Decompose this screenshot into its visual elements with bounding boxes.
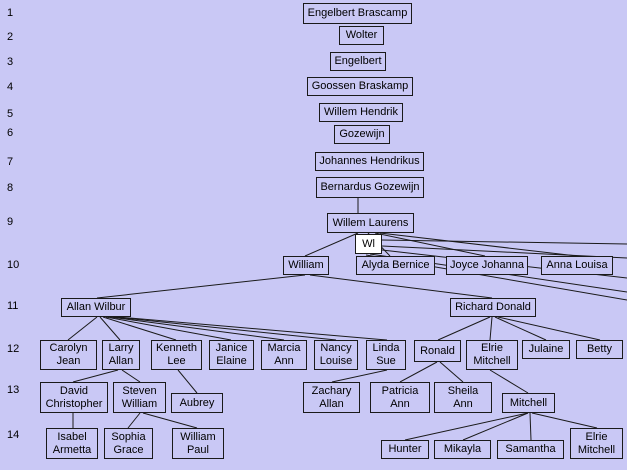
generation-number: 12 [7, 343, 20, 355]
person-node[interactable]: Samantha [497, 440, 564, 459]
connector [489, 316, 493, 341]
connector [117, 316, 388, 341]
person-node[interactable]: Johannes Hendrikus [315, 152, 424, 171]
generation-number: 6 [7, 127, 14, 139]
connector [531, 412, 598, 429]
person-node[interactable]: Linda Sue [366, 340, 406, 370]
person-node[interactable]: Richard Donald [450, 298, 536, 317]
connector [109, 316, 285, 341]
person-node[interactable]: David Christopher [40, 382, 108, 413]
generation-number: 13 [7, 384, 20, 396]
generation-number: 1 [7, 7, 14, 19]
person-node[interactable]: Anna Louisa [541, 256, 613, 275]
connector [529, 412, 532, 441]
generation-number: 11 [7, 300, 19, 312]
generation-number: 8 [7, 182, 14, 194]
generation-number: 14 [7, 429, 20, 441]
connector [379, 232, 578, 257]
person-node[interactable]: Zachary Allan [303, 382, 360, 413]
person-node[interactable]: Allan Wilbur [61, 298, 131, 317]
person-node[interactable]: Goossen Braskamp [307, 77, 413, 96]
person-node[interactable]: Larry Allan [102, 340, 140, 370]
person-node[interactable]: Julaine [522, 340, 570, 359]
connector [99, 316, 121, 341]
person-node[interactable]: William Paul [172, 428, 224, 459]
person-node[interactable]: Wl [355, 234, 382, 254]
generation-number: 9 [7, 216, 14, 228]
connector [127, 412, 141, 429]
connector [381, 239, 627, 245]
connector [399, 361, 438, 383]
person-node[interactable]: Isabel Armetta [46, 428, 98, 459]
generation-number: 5 [7, 108, 14, 120]
person-node[interactable]: Wolter [339, 26, 384, 45]
connector [374, 232, 486, 257]
connector [304, 232, 359, 257]
connector [404, 412, 529, 441]
person-node[interactable]: Hunter [381, 440, 429, 459]
connector [331, 369, 388, 383]
person-node[interactable]: Nancy Louise [314, 340, 358, 370]
generation-number: 10 [7, 259, 20, 271]
connector [439, 361, 464, 383]
connector [105, 316, 232, 341]
generation-number: 3 [7, 56, 14, 68]
person-node[interactable]: Steven William [113, 382, 166, 413]
person-node[interactable]: Bernardus Gozewijn [316, 177, 424, 198]
person-node[interactable]: Engelbert Brascamp [303, 3, 412, 24]
person-node[interactable]: Willem Hendrik [319, 103, 403, 122]
person-node[interactable]: Carolyn Jean [40, 340, 97, 370]
person-node[interactable]: Mikayla [434, 440, 491, 459]
person-node[interactable]: Elrie Mitchell [466, 340, 518, 370]
connector [497, 316, 601, 341]
person-node[interactable]: Sheila Ann [434, 382, 492, 413]
generation-number: 2 [7, 31, 14, 43]
connector [489, 369, 529, 394]
person-node[interactable]: Sophia Grace [104, 428, 153, 459]
person-node[interactable]: Marcia Ann [261, 340, 307, 370]
person-node[interactable]: Joyce Johanna [446, 256, 528, 275]
connector [72, 369, 119, 383]
generation-number: 7 [7, 156, 14, 168]
person-node[interactable]: Patricia Ann [370, 382, 430, 413]
connector [96, 274, 306, 299]
person-node[interactable]: William [283, 256, 329, 275]
person-node[interactable]: Janice Elaine [209, 340, 254, 370]
connector [309, 274, 493, 299]
connector [121, 369, 141, 383]
person-node[interactable]: Betty [576, 340, 623, 359]
connector [437, 316, 491, 341]
connector [67, 316, 98, 341]
connector [142, 412, 198, 429]
person-node[interactable]: Mitchell [502, 393, 555, 413]
person-node[interactable]: Kenneth Lee [151, 340, 202, 370]
connector [177, 369, 198, 394]
person-node[interactable]: Alyda Bernice [356, 256, 435, 275]
person-node[interactable]: Willem Laurens [327, 213, 414, 233]
generation-number: 4 [7, 81, 14, 93]
person-node[interactable]: Aubrey [171, 393, 223, 413]
connector [102, 316, 177, 341]
person-node[interactable]: Engelbert [330, 52, 386, 71]
person-node[interactable]: Elrie Mitchell [570, 428, 623, 459]
person-node[interactable]: Gozewijn [334, 125, 390, 144]
connector [462, 412, 529, 441]
connector [494, 316, 547, 341]
person-node[interactable]: Ronald [414, 340, 461, 362]
connector [113, 316, 337, 341]
